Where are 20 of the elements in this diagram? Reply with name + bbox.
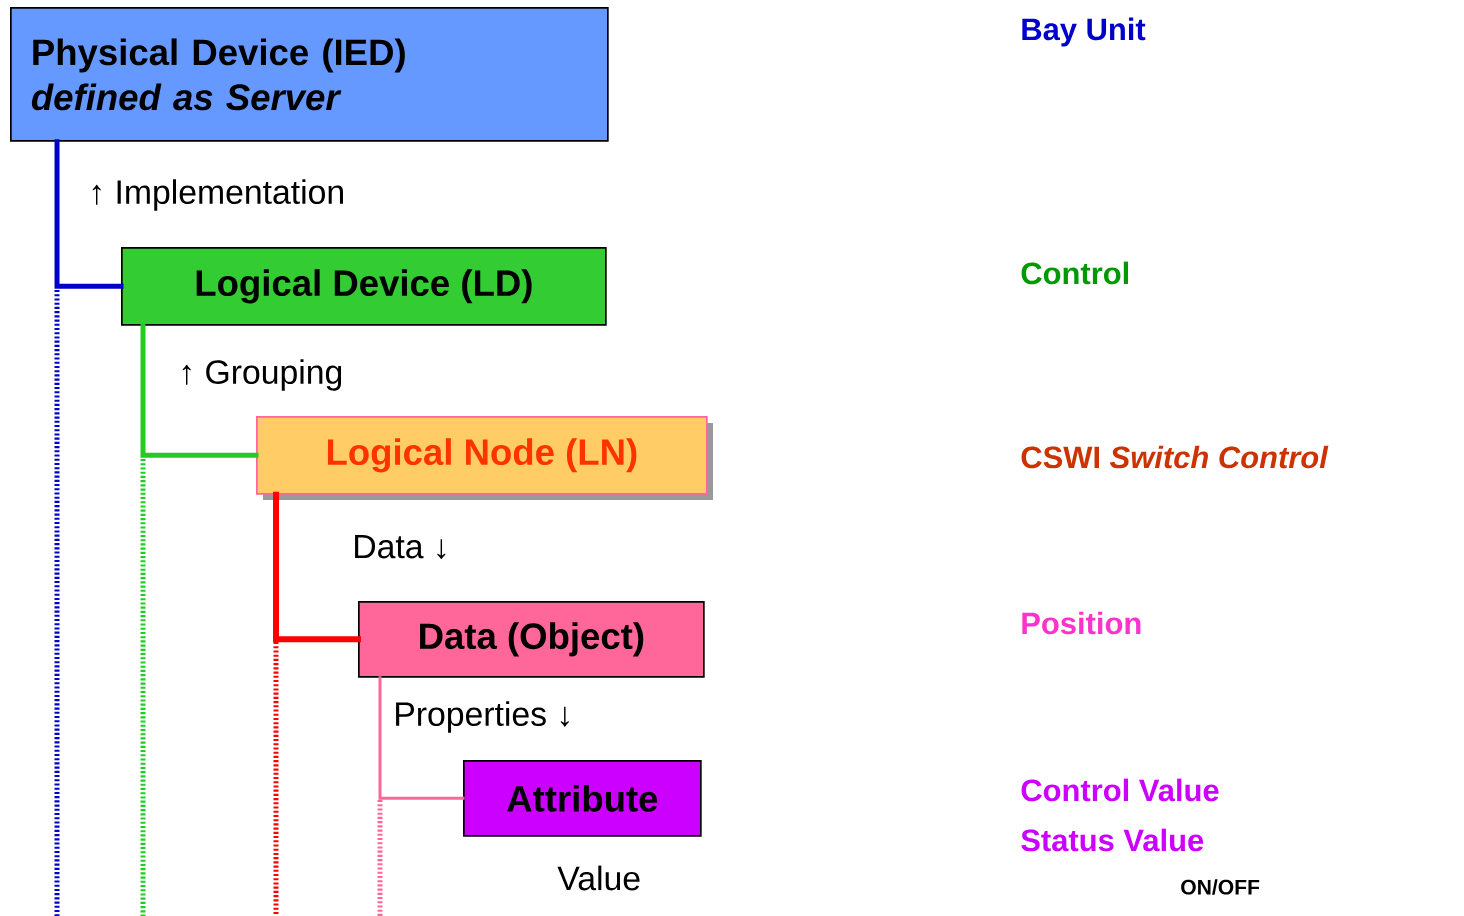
box: Logical Node (LN) (256, 416, 713, 500)
box: Data (Object) (358, 601, 705, 678)
connector-line (273, 491, 361, 643)
text-label: Status Value (1021, 828, 1204, 852)
text-label: Properties ↓ (396, 701, 569, 733)
connector-line (140, 323, 259, 458)
text-label: Position (1022, 611, 1141, 635)
text-label: ↑ Grouping (182, 359, 342, 391)
text-label: CSWI Switch Control (1021, 445, 1329, 469)
text-label: ↑ Implementation (92, 179, 343, 211)
connector-line (378, 676, 465, 800)
text-label: ON/OFF (1181, 879, 1260, 895)
text-label: Control (1021, 261, 1129, 285)
box: Logical Device (LD) (121, 247, 607, 326)
box: Physical Device (IED) defined as Server (10, 7, 609, 142)
text-label: Bay Unit (1022, 17, 1146, 47)
text-label: Control Value (1021, 778, 1219, 802)
connector-line (54, 139, 124, 289)
box: Attribute (463, 760, 702, 837)
text-label: Data ↓ (355, 534, 446, 560)
